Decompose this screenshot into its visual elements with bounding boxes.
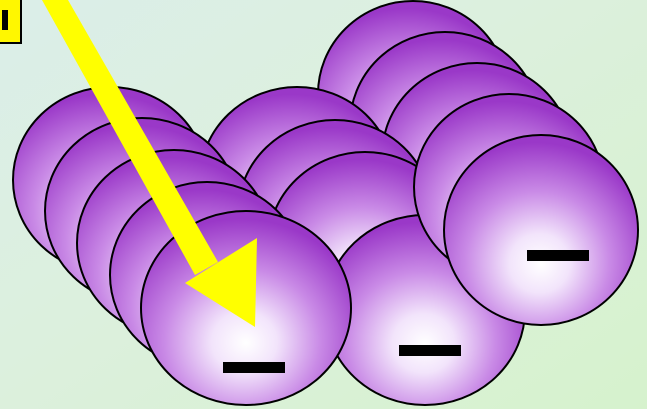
minus-sign xyxy=(223,362,285,373)
sphere xyxy=(444,135,638,325)
minus-sign xyxy=(527,250,589,261)
minus-sign xyxy=(399,345,461,356)
